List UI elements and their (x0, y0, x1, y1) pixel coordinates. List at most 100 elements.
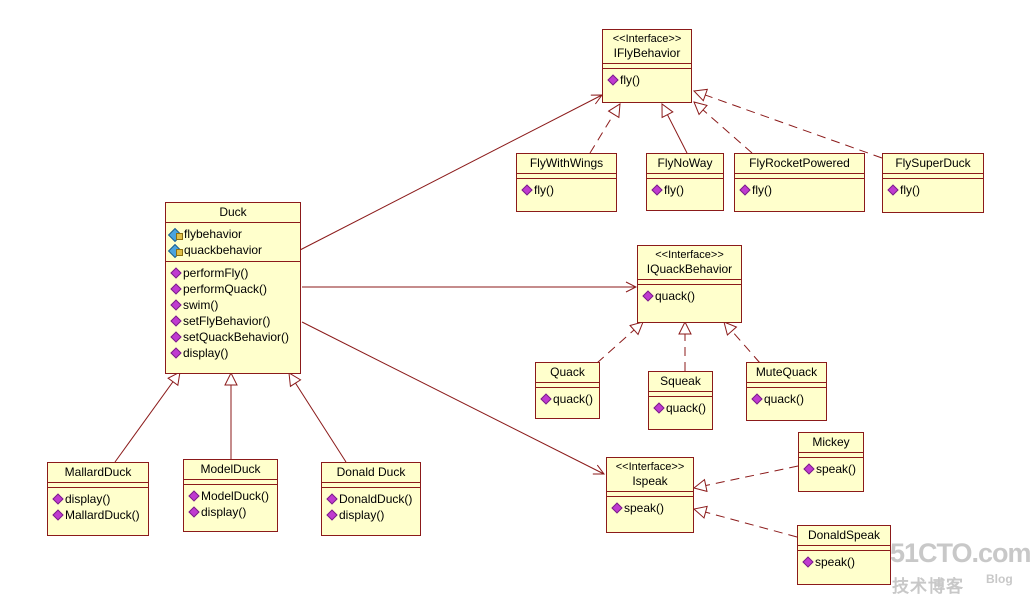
operations-compartment: fly() (603, 68, 691, 91)
class-flysuperduck[interactable]: FlySuperDuck fly() (882, 153, 984, 213)
operation-icon (188, 506, 200, 518)
class-stereotype: <<Interface>> (655, 249, 724, 261)
realization-flysuperduck (694, 91, 883, 159)
realization-mutequack (724, 322, 761, 364)
operation-label: DonaldDuck() (339, 492, 413, 506)
class-flynoway[interactable]: FlyNoWay fly() (646, 153, 724, 211)
class-iflybehavior[interactable]: <<Interface>> IFlyBehavior fly() (602, 29, 692, 103)
class-name: IQuackBehavior (646, 262, 733, 276)
operation: fly() (739, 182, 861, 198)
operations-compartment: performFly() performQuack() swim() setFl… (166, 261, 300, 364)
operations-compartment: quack() (638, 284, 741, 307)
operation-label: setQuackBehavior() (183, 330, 290, 344)
class-stereotype: <<Interface>> (615, 461, 685, 473)
class-duck[interactable]: Duck flybehavior quackbehavior performFl… (165, 202, 301, 374)
operation-icon (326, 493, 338, 505)
operation: setQuackBehavior() (170, 329, 297, 345)
class-mickey[interactable]: Mickey speak() (798, 432, 864, 492)
attribute: flybehavior (170, 226, 297, 242)
class-name: Ispeak (632, 474, 668, 488)
operations-compartment: fly() (647, 178, 723, 201)
class-name: FlyRocketPowered (749, 156, 850, 170)
operation-label: fly() (534, 183, 554, 197)
operation-icon (607, 74, 619, 86)
operation: MallardDuck() (52, 507, 145, 523)
operation-label: quack() (655, 289, 696, 303)
operation-icon (188, 490, 200, 502)
operation: performQuack() (170, 281, 297, 297)
realization-flywithwings (589, 104, 620, 154)
operation-label: quack() (666, 401, 707, 415)
operation: quack() (751, 391, 823, 407)
class-quack[interactable]: Quack quack() (535, 362, 600, 419)
generalization-mallardduck (114, 372, 180, 463)
operation: speak() (802, 554, 887, 570)
operation: ModelDuck() (188, 488, 274, 504)
operation: DonaldDuck() (326, 491, 417, 507)
operation-label: quack() (764, 392, 805, 406)
operation-icon (326, 509, 338, 521)
operation: quack() (653, 400, 709, 416)
operation-label: display() (65, 492, 111, 506)
class-flyrocketpowered[interactable]: FlyRocketPowered fly() (734, 153, 865, 212)
attribute-label: flybehavior (184, 227, 243, 241)
realization-flynoway (662, 104, 688, 154)
attributes-compartment: flybehavior quackbehavior (166, 223, 300, 261)
operation-label: quack() (553, 392, 594, 406)
generalization-donaldduck (289, 373, 347, 463)
class-name: DonaldSpeak (807, 528, 881, 542)
operation: swim() (170, 297, 297, 313)
operation-icon (52, 509, 64, 521)
operation-icon (887, 184, 899, 196)
operation-label: performQuack() (183, 282, 268, 296)
operation-icon (751, 393, 763, 405)
watermark-subtitle: 技术博客 (892, 577, 964, 596)
operation: quack() (540, 391, 596, 407)
operation: setFlyBehavior() (170, 313, 297, 329)
operation-label: fly() (900, 183, 920, 197)
operation-label: speak() (815, 555, 856, 569)
class-name: MuteQuack (755, 365, 818, 379)
operation-icon (170, 331, 182, 343)
operations-compartment: fly() (735, 178, 864, 201)
operation-icon (802, 556, 814, 568)
operation-label: fly() (752, 183, 772, 197)
class-squeak[interactable]: Squeak quack() (648, 371, 713, 430)
operation-label: performFly() (183, 266, 249, 280)
operation: fly() (521, 182, 613, 198)
class-flywithwings[interactable]: FlyWithWings fly() (516, 153, 617, 212)
operations-compartment: quack() (747, 387, 826, 410)
class-mutequack[interactable]: MuteQuack quack() (746, 362, 827, 421)
operations-compartment: quack() (649, 396, 712, 419)
operation: display() (326, 507, 417, 523)
operation-label: fly() (664, 183, 684, 197)
class-modelduck[interactable]: ModelDuck ModelDuck() display() (183, 459, 278, 532)
class-donaldduck[interactable]: Donald Duck DonaldDuck() display() (321, 462, 421, 536)
operation-label: display() (339, 508, 385, 522)
operation: quack() (642, 288, 738, 304)
operation: speak() (611, 500, 690, 516)
operation-icon (739, 184, 751, 196)
operation: performFly() (170, 265, 297, 281)
operations-compartment: quack() (536, 387, 599, 410)
class-mallardduck[interactable]: MallardDuck display() MallardDuck() (47, 462, 149, 536)
operation-label: display() (183, 346, 229, 360)
class-name: ModelDuck (200, 462, 261, 476)
operation-label: fly() (620, 73, 640, 87)
operation-label: display() (201, 505, 247, 519)
operation-icon (803, 463, 815, 475)
class-iquackbehavior[interactable]: <<Interface>> IQuackBehavior quack() (637, 245, 742, 323)
class-ispeak[interactable]: <<Interface>> Ispeak speak() (606, 457, 694, 533)
class-donaldspeak[interactable]: DonaldSpeak speak() (797, 525, 891, 585)
operation-label: setFlyBehavior() (183, 314, 271, 328)
association-duck-ispeak (301, 321, 604, 474)
class-name: FlyWithWings (529, 156, 604, 170)
class-name: FlyNoWay (657, 156, 713, 170)
realization-quack (596, 322, 643, 364)
operation: display() (52, 491, 145, 507)
class-name: Squeak (660, 374, 701, 388)
operation-icon (170, 347, 182, 359)
operations-compartment: DonaldDuck() display() (322, 487, 420, 526)
operation-label: ModelDuck() (201, 489, 270, 503)
operation-label: speak() (816, 462, 857, 476)
